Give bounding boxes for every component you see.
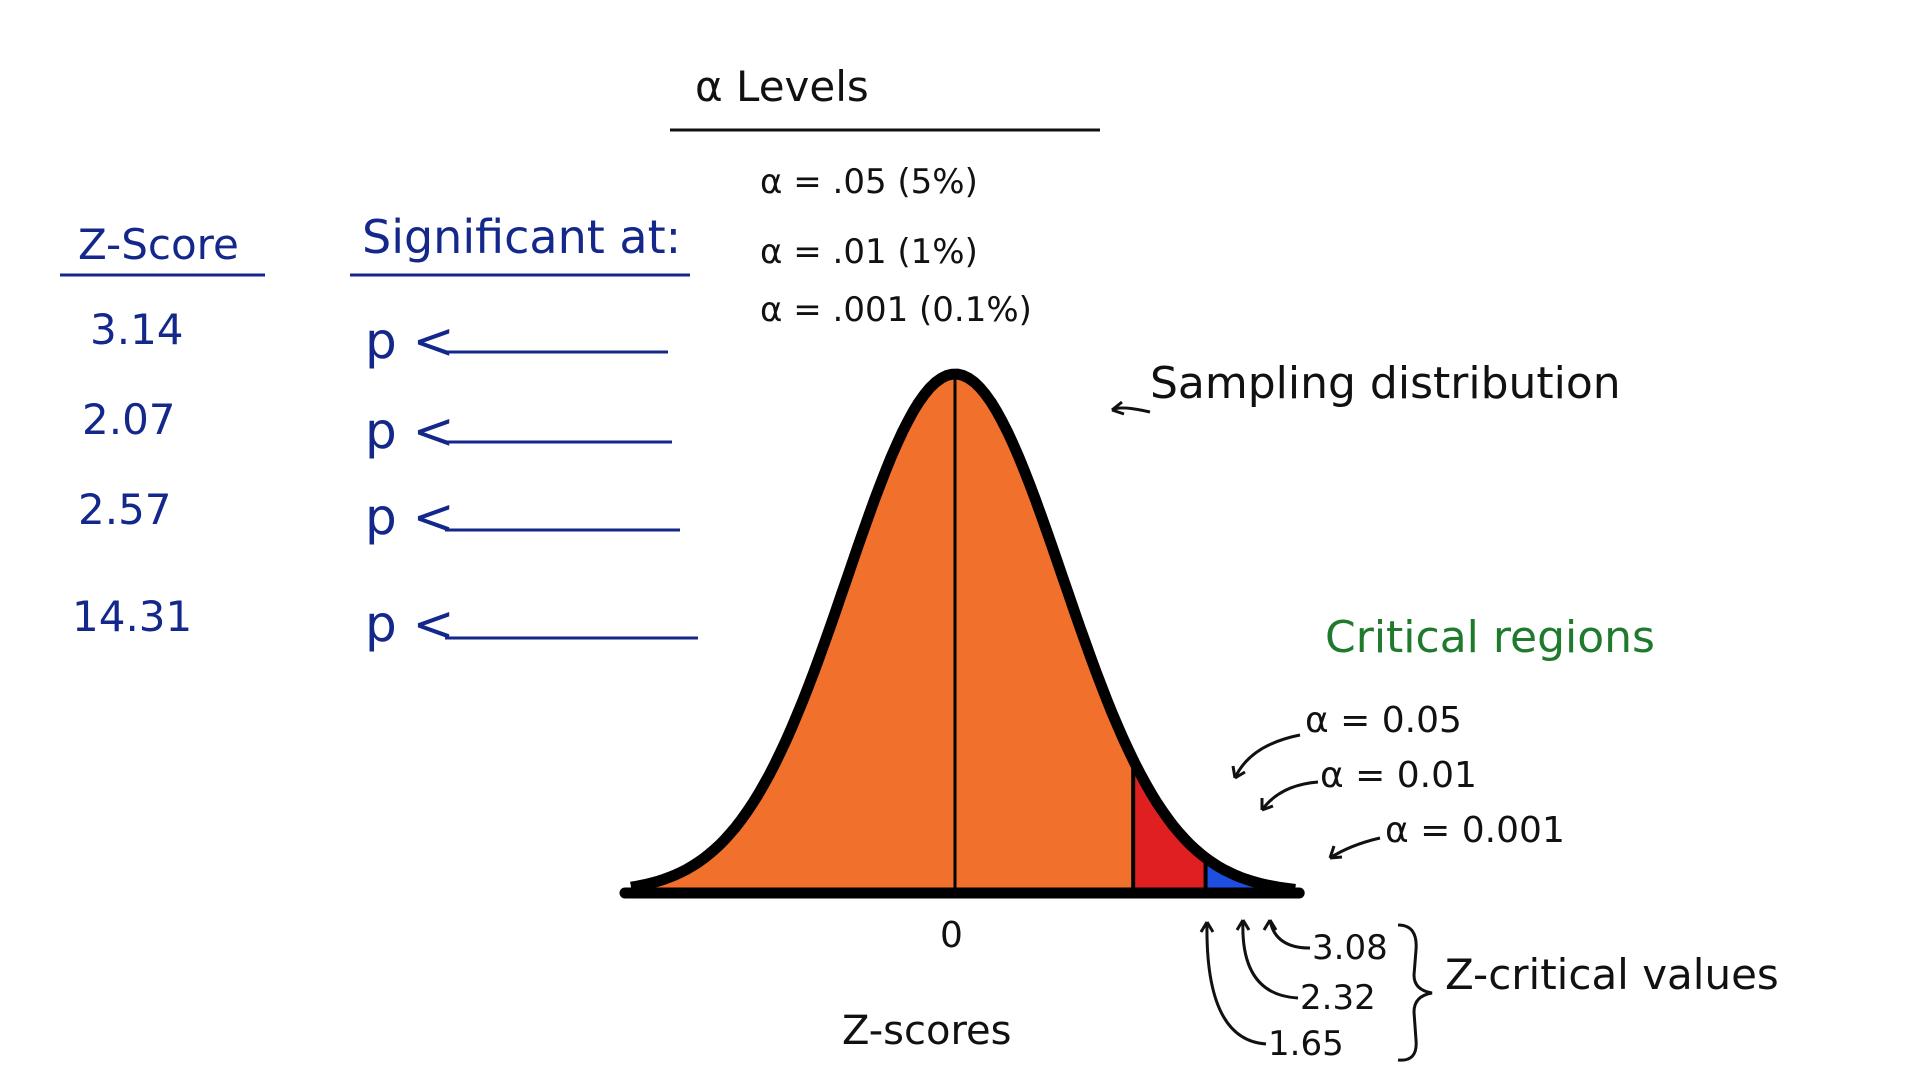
significant-header: Significant at: [362, 210, 682, 264]
critical-value-arrow-165-head [1199, 921, 1215, 933]
region-arrow-05 [1233, 733, 1301, 779]
x-axis-label: Z-scores [842, 1008, 1012, 1054]
critical-value-arrow-308 [1268, 919, 1311, 950]
alpha-level-001: α = .001 (0.1%) [760, 290, 1032, 330]
zscore-header: Z-Score [78, 220, 239, 269]
p-less-than: p < [365, 402, 455, 460]
zscore-value: 3.14 [90, 305, 184, 354]
center-tick-label: 0 [940, 915, 963, 956]
critical-value-arrow-308-head [1262, 919, 1278, 931]
region-arrow-001 [1329, 836, 1381, 860]
critical-value-165: 1.65 [1268, 1024, 1344, 1064]
critical-values-brace [1397, 923, 1433, 1062]
sampling-distribution-label: Sampling distribution [1150, 358, 1621, 409]
critical-value-arrow-232-head [1235, 919, 1251, 931]
alpha-levels-title: α Levels [695, 62, 869, 111]
critical-value-232: 2.32 [1300, 978, 1376, 1018]
critical-value-308: 3.08 [1312, 928, 1388, 968]
zscore-value: 2.07 [82, 395, 176, 444]
sampling-distribution-curve [630, 368, 1296, 895]
curve-label-arrowhead [1111, 400, 1125, 416]
region-arrow-05-head [1231, 765, 1246, 780]
p-less-than: p < [365, 312, 455, 370]
region-label-001: α = 0.001 [1385, 810, 1565, 851]
p-less-than: p < [365, 488, 455, 546]
critical-value-arrow-232 [1241, 919, 1299, 1000]
region-arrow-01-head [1260, 798, 1274, 812]
region-arrow-01 [1260, 780, 1319, 811]
critical-value-arrow-165 [1205, 921, 1267, 1046]
alpha-level-01: α = .01 (1%) [760, 232, 978, 272]
region-arrow-001-head [1328, 845, 1343, 860]
region-label-01: α = 0.01 [1320, 755, 1477, 796]
critical-region-01 [1205, 857, 1288, 893]
z-critical-values-label: Z-critical values [1445, 950, 1779, 999]
zscore-value: 14.31 [72, 592, 193, 641]
critical-regions-title: Critical regions [1325, 612, 1655, 663]
region-label-05: α = 0.05 [1305, 700, 1462, 741]
p-less-than: p < [365, 595, 455, 653]
sampling-distribution-body [631, 374, 1134, 894]
alpha-level-05: α = .05 (5%) [760, 162, 978, 202]
zscore-value: 2.57 [78, 485, 172, 534]
